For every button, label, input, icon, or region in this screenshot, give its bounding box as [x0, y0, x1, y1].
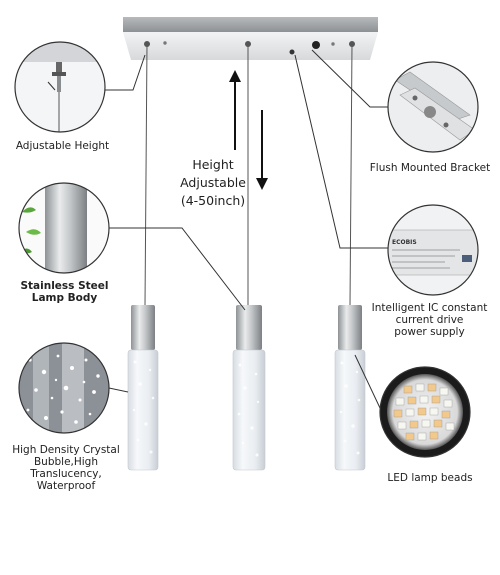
pendant-middle: [232, 305, 266, 471]
crystal-line-3: Translucency,: [30, 468, 102, 480]
stainless-steel-line-2: Lamp Body: [31, 292, 98, 304]
detail-flush-bracket: [387, 61, 479, 153]
height-arrows: [229, 70, 268, 190]
pendant-right: [334, 305, 366, 471]
detail-crystal-bubble: [18, 342, 110, 434]
detail-stainless-steel: [18, 182, 110, 274]
ceiling-canopy: [123, 17, 378, 60]
label-height-adjustable: Height Adjustable (4-50inch): [168, 156, 258, 210]
crystal-line-1: High Density Crystal: [12, 444, 120, 456]
label-led-beads: LED lamp beads: [387, 472, 473, 484]
pendant-left: [127, 305, 159, 471]
label-stainless-steel: Stainless Steel Lamp Body: [12, 280, 117, 304]
stainless-steel-line-1: Stainless Steel: [20, 280, 109, 292]
height-adjustable-line-3: (4-50inch): [180, 193, 246, 208]
crystal-line-4: Waterproof: [36, 480, 96, 492]
suspension-wires: [144, 43, 353, 306]
callout-lines: [105, 49, 388, 409]
ic-driver-line-2: current drive: [395, 314, 464, 326]
label-adjustable-height: Adjustable Height: [15, 140, 110, 152]
driver-brand-text: ECOBIS: [392, 239, 417, 246]
crystal-line-2: Bubble,High: [33, 456, 99, 468]
height-adjustable-line-1: Height: [192, 157, 234, 172]
detail-led-beads: [379, 366, 471, 458]
height-adjustable-line-2: Adjustable: [180, 175, 246, 190]
ic-driver-line-3: power supply: [394, 326, 465, 338]
label-flush-mounted-bracket: Flush Mounted Bracket: [369, 162, 491, 174]
detail-adjustable-height: [14, 41, 106, 133]
label-crystal: High Density Crystal Bubble,High Translu…: [5, 444, 127, 492]
ic-driver-line-1: Intelligent IC constant: [371, 302, 488, 314]
detail-ic-driver: ECOBIS: [387, 204, 479, 296]
label-ic-driver: Intelligent IC constant current drive po…: [362, 302, 497, 338]
